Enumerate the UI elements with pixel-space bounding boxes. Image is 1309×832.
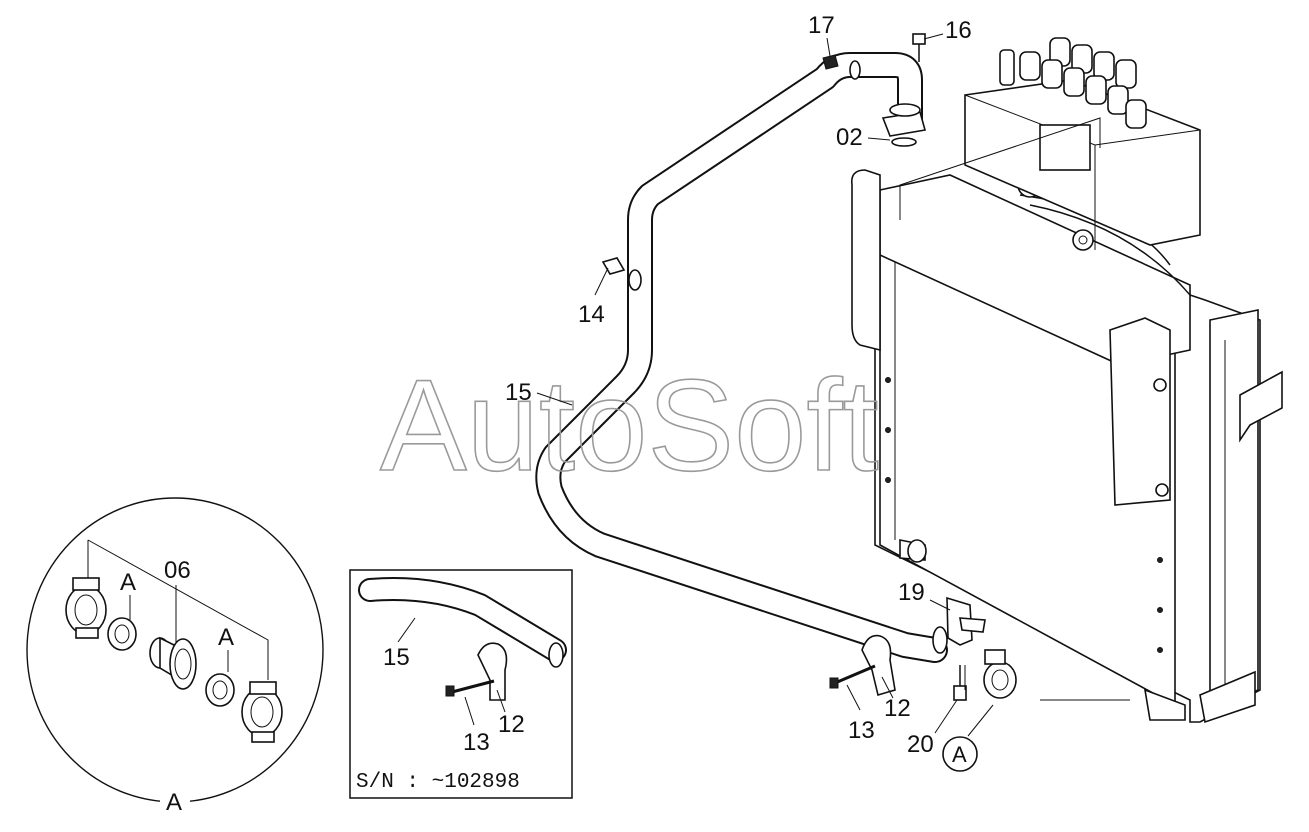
plug-17 xyxy=(822,54,839,70)
detail-a-view: 06 A A A xyxy=(26,497,324,816)
detail-bushing-right xyxy=(205,673,235,707)
bolt-13 xyxy=(829,664,876,689)
detail-label-a2: A xyxy=(218,624,234,651)
inset-label-13: 13 xyxy=(463,729,490,756)
detail-clamp-left xyxy=(65,577,107,639)
callout-02: 02 xyxy=(836,124,863,151)
bracket-19 xyxy=(946,596,986,646)
watermark: AutoSoft xyxy=(380,352,879,498)
callout-16: 16 xyxy=(945,17,972,44)
callout-14: 14 xyxy=(578,301,605,328)
radiator-assembly xyxy=(850,169,1283,724)
control-valve xyxy=(964,37,1201,250)
spool-caps xyxy=(999,37,1147,129)
detail-clamp-right xyxy=(241,681,283,743)
clamp-a-main xyxy=(983,649,1017,699)
hose-15 xyxy=(535,52,948,663)
clamp-12 xyxy=(861,634,896,697)
detail-label-06: 06 xyxy=(164,557,191,584)
plug-14 xyxy=(601,257,626,275)
bolt-16 xyxy=(912,33,926,62)
bolt-20 xyxy=(953,665,967,701)
callout-19: 19 xyxy=(898,579,925,606)
detail-tube-06 xyxy=(149,636,197,690)
detail-bushing-left xyxy=(107,617,137,651)
serial-number-note: S/N : ~102898 xyxy=(356,771,520,794)
detail-reference-a: A xyxy=(942,736,978,772)
callout-13: 13 xyxy=(848,717,875,744)
serial-inset: 15 13 12 S/N : ~102898 xyxy=(349,569,573,799)
inset-label-12: 12 xyxy=(498,711,525,738)
detail-label-a1: A xyxy=(120,569,136,596)
detail-reference-a-label: A xyxy=(952,742,967,767)
inset-label-15: 15 xyxy=(383,644,410,671)
leader-lines xyxy=(536,33,1130,737)
callout-15: 15 xyxy=(505,379,532,406)
callout-20: 20 xyxy=(907,731,934,758)
o-ring-02 xyxy=(891,137,917,147)
callout-12: 12 xyxy=(884,695,911,722)
callout-17: 17 xyxy=(808,12,835,39)
detail-caption-a: A xyxy=(166,789,182,816)
